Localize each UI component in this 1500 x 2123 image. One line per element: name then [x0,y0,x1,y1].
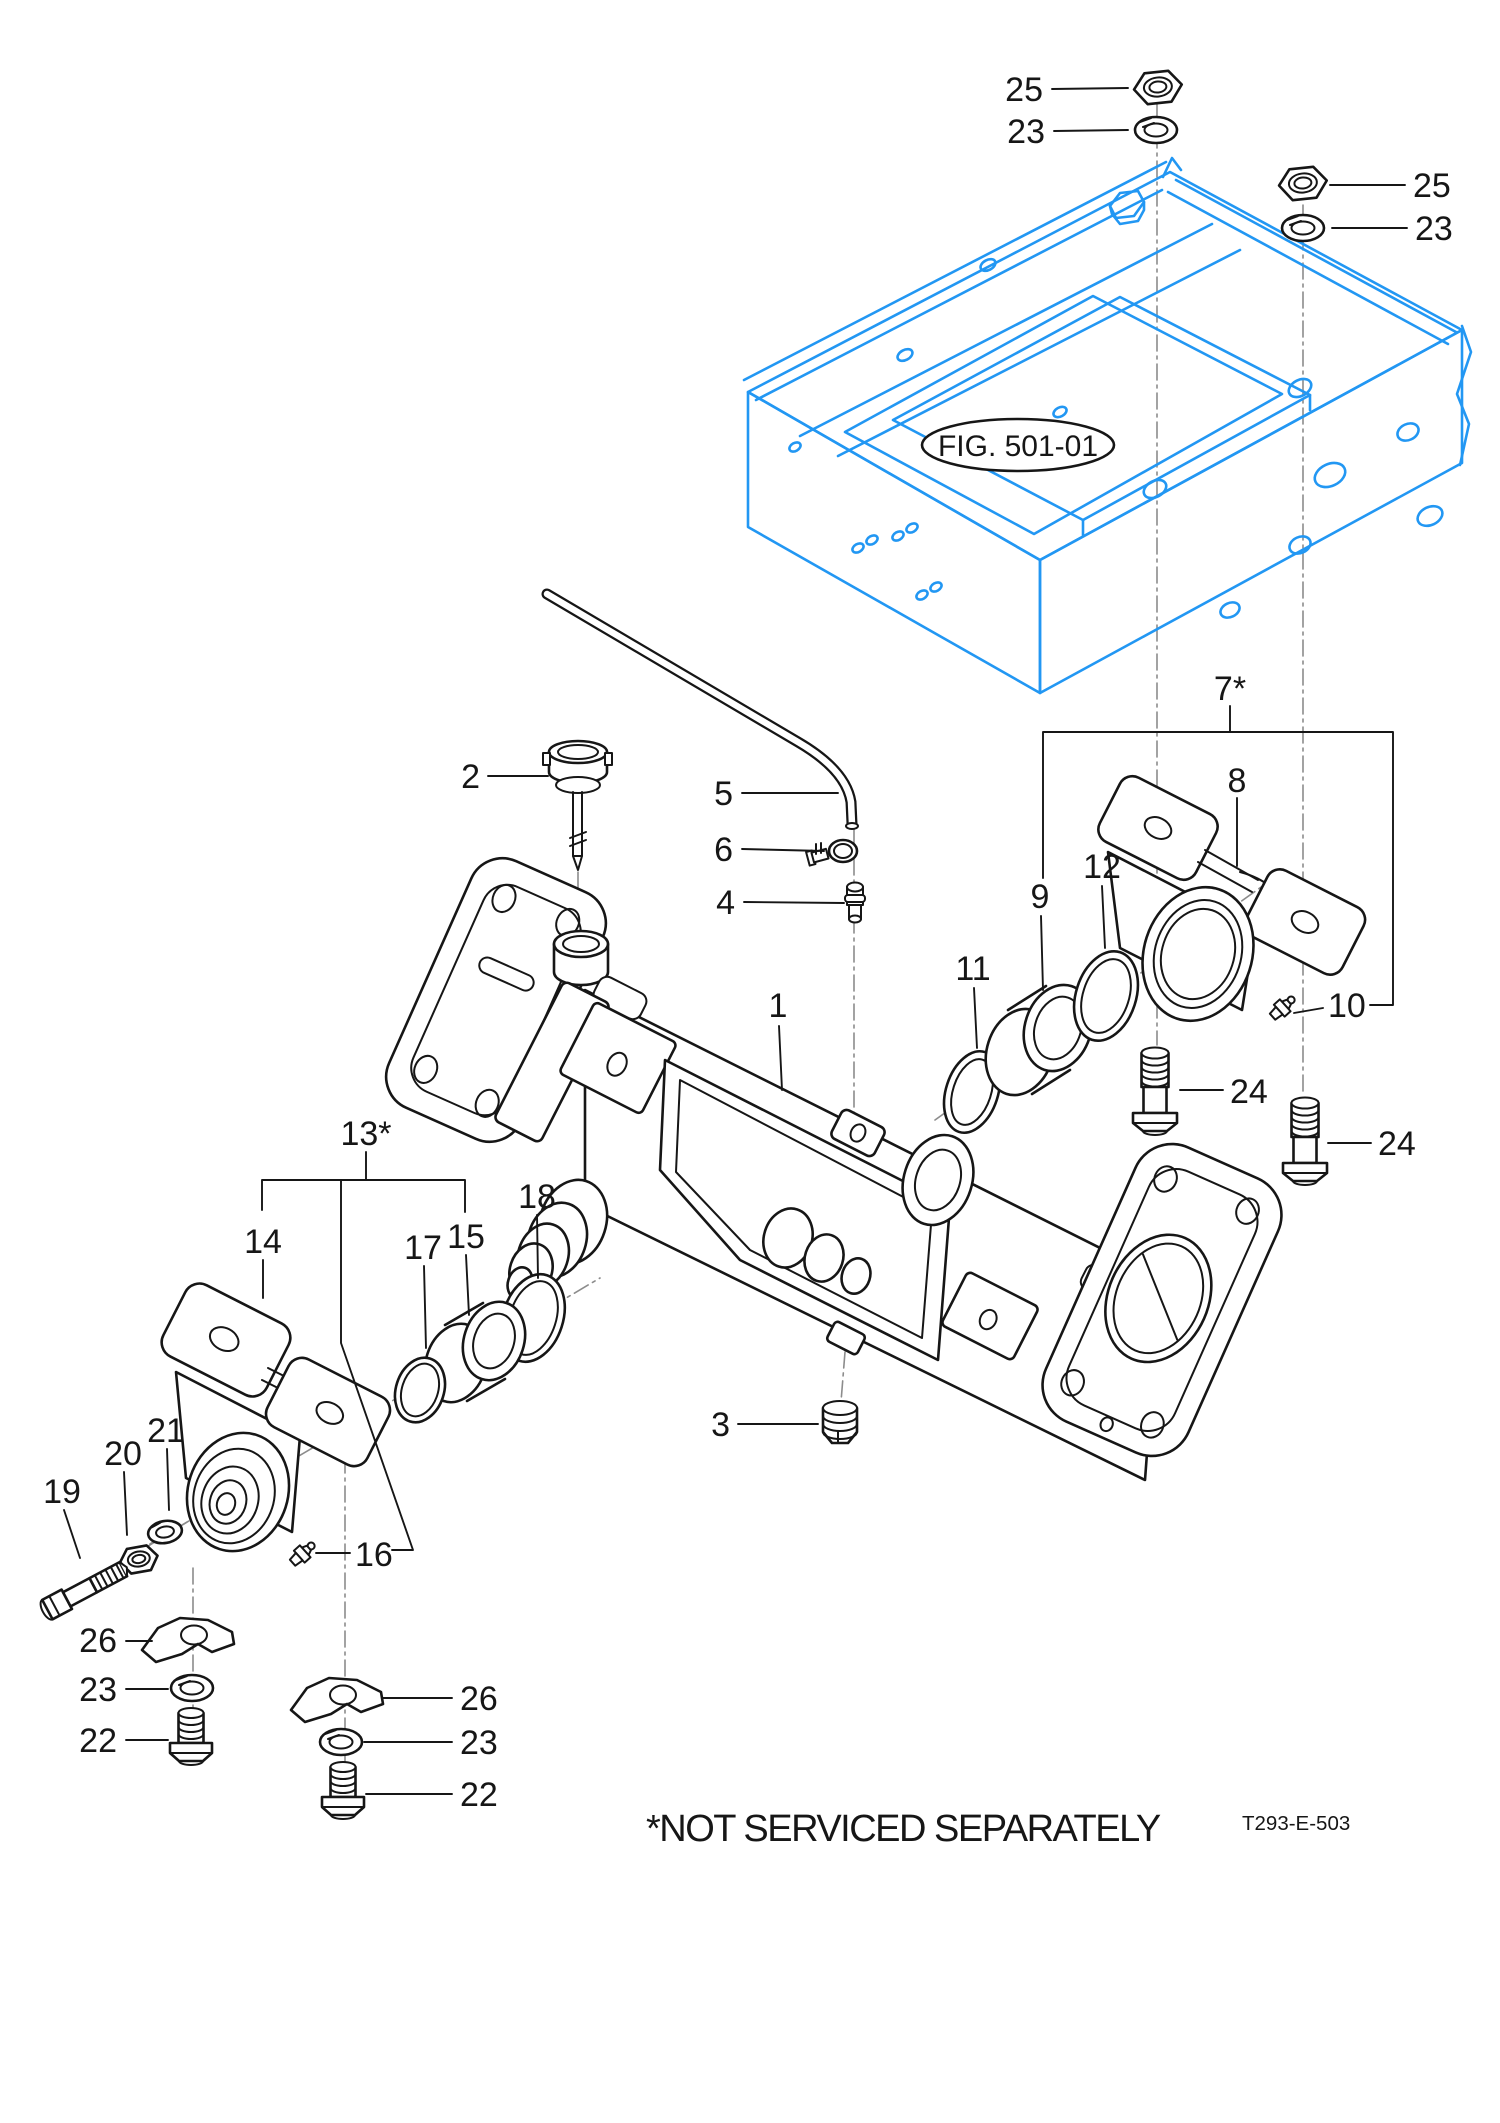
callout-26-left: 26 [79,1622,117,1660]
washer-21 [146,1519,184,1545]
breather-tube-5 [541,588,859,830]
housing-drain-boss [825,1320,867,1356]
bolt-19 [39,1560,129,1621]
callout-23-mid: 23 [460,1724,498,1762]
callout-24-right: 24 [1378,1125,1416,1163]
callout-17: 17 [404,1229,442,1267]
figure-reference-bubble: FIG. 501-01 [920,417,1116,473]
callout-20: 20 [104,1435,142,1473]
callout-14: 14 [244,1223,282,1261]
lock-plate-26-mid [289,1676,385,1724]
axle-housing-right-flange [1041,1142,1283,1458]
callout-6: 6 [714,831,733,869]
callout-11: 11 [955,950,990,988]
breather-fitting-4 [844,881,866,924]
callout-12: 12 [1083,848,1121,886]
callout-15: 15 [447,1218,485,1256]
drawing-code: T293-E-503 [1242,1812,1350,1835]
callout-labels: 25 23 25 23 7* 8 2 5 6 4 11 9 12 1 10 24… [43,71,1453,1814]
callout-1: 1 [769,987,788,1025]
callout-4: 4 [716,884,735,922]
callout-22-left: 22 [79,1722,117,1760]
callout-8: 8 [1228,762,1247,800]
callout-2: 2 [461,758,480,796]
oring-17 [393,1356,447,1424]
callout-10: 10 [1328,987,1366,1025]
dipstick-2 [542,739,613,871]
grease-fitting-10 [1268,995,1296,1021]
washer-23-bottom-mid [318,1727,364,1757]
callout-leader-lines [63,87,1408,1795]
callout-23-left: 23 [79,1671,117,1709]
nut-25-right [1277,165,1329,202]
housing-boss-left [559,1001,677,1115]
callout-19: 19 [43,1473,81,1511]
oring-12 [1072,949,1140,1043]
chassis-frame [742,156,1473,695]
callout-23-right: 23 [1415,210,1453,248]
callout-9: 9 [1031,878,1050,916]
callout-21: 21 [147,1412,185,1450]
callout-24-left: 24 [1230,1073,1268,1111]
axle-assembly-parts [39,69,1367,1820]
housing-boss-right [941,1271,1039,1361]
callout-7: 7* [1214,670,1246,708]
nut-25-top [1132,69,1184,106]
grease-fitting-16 [288,1541,316,1567]
callout-13: 13* [340,1115,391,1153]
bolt-24-right [1281,1096,1329,1186]
lock-plate-26-left [140,1616,236,1664]
callout-16: 16 [355,1536,393,1574]
not-serviced-footnote: *NOT SERVICED SEPARATELY [646,1808,1161,1850]
filler-neck [552,929,610,987]
support-bracket-left [160,1282,392,1567]
nut-20 [118,1544,159,1575]
callout-22-mid: 22 [460,1776,498,1814]
bolt-22-mid [320,1761,366,1820]
bolt-24-left [1131,1046,1179,1136]
callout-23-top: 23 [1007,113,1045,151]
washer-23-bottom-left [169,1673,215,1703]
housing-center-cover [658,1058,952,1362]
hose-clamp-6 [805,838,859,867]
figure-reference-label: FIG. 501-01 [938,430,1098,463]
housing-breather-boss [830,1108,886,1158]
housing-right-boss [901,1133,975,1227]
callout-25-top: 25 [1005,71,1043,109]
callout-18: 18 [518,1178,556,1216]
callout-26-mid: 26 [460,1680,498,1718]
washer-23-right [1280,213,1326,243]
bolt-22-left [168,1707,214,1766]
callout-25-right: 25 [1413,167,1451,205]
callout-5: 5 [714,775,733,813]
callout-3: 3 [711,1406,730,1444]
washer-23-top [1133,115,1179,145]
support-bracket-right [1097,774,1367,1023]
oring-11 [942,1049,1002,1135]
drain-plug-3 [821,1400,859,1445]
